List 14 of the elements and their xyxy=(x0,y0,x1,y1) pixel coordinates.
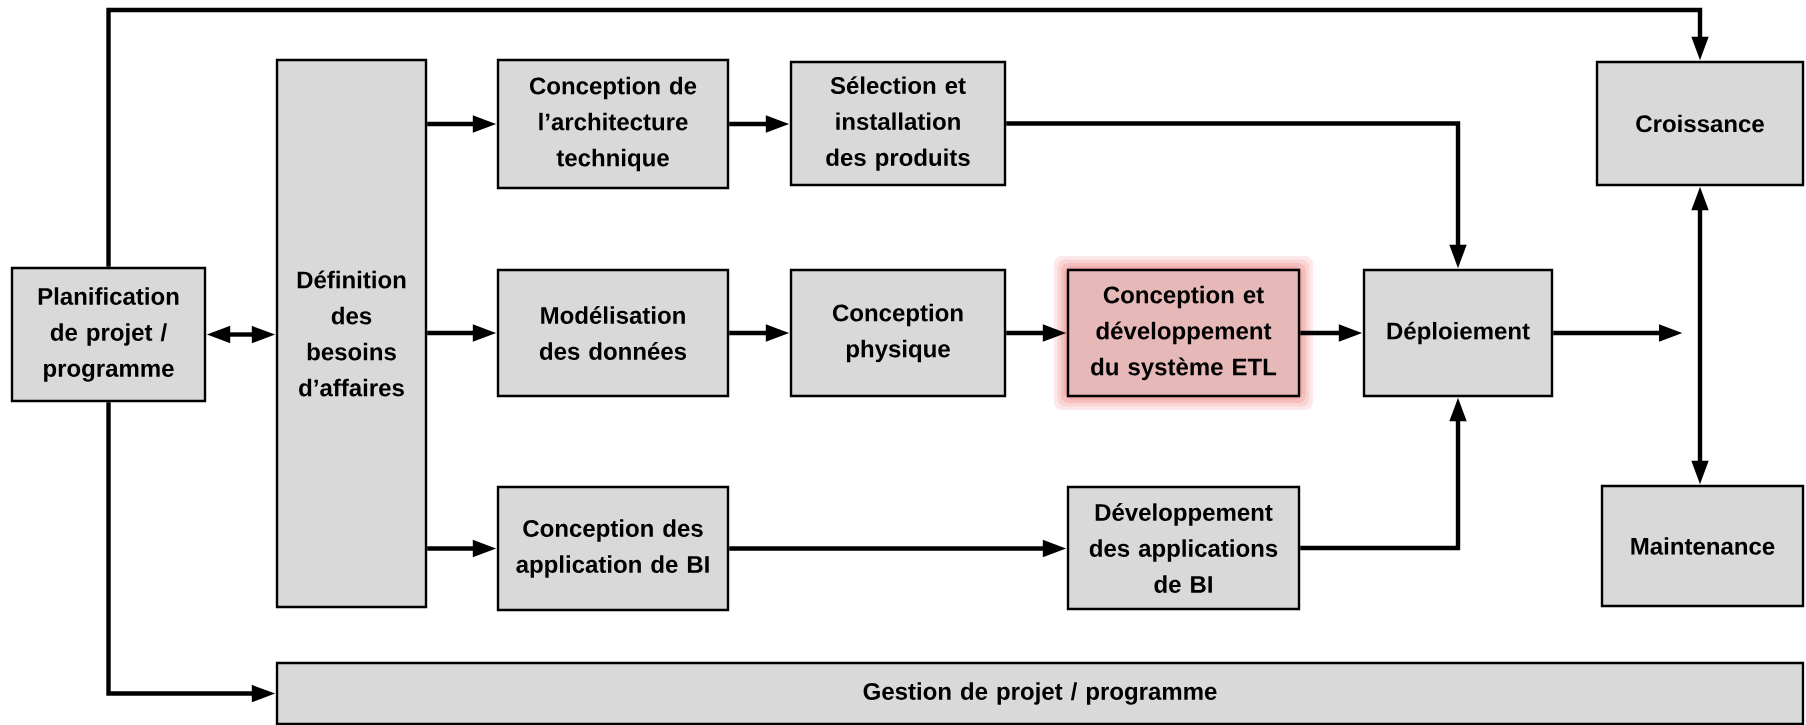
process-box: Déploiement xyxy=(1362,268,1554,398)
process-box: Maintenance xyxy=(1600,484,1805,608)
process-box: Planification de projet / programme xyxy=(10,266,207,403)
process-box: Sélection et installation des produits xyxy=(789,60,1007,187)
highlighted-process-box: Conception et développement du système ETL xyxy=(1054,256,1313,410)
arrow xyxy=(106,7,1709,267)
process-box: Gestion de projet / programme xyxy=(275,661,1805,725)
process-box: Développement des applications de BI xyxy=(1066,485,1301,611)
process-box: Conception de l’architecture technique xyxy=(496,58,730,190)
process-box: Définition des besoins d’affaires xyxy=(275,58,428,609)
process-box: Conception des application de BI xyxy=(496,485,730,612)
process-box: Modélisation des données xyxy=(496,268,730,398)
process-box: Conception physique xyxy=(789,268,1007,398)
process-box: Croissance xyxy=(1595,60,1805,187)
